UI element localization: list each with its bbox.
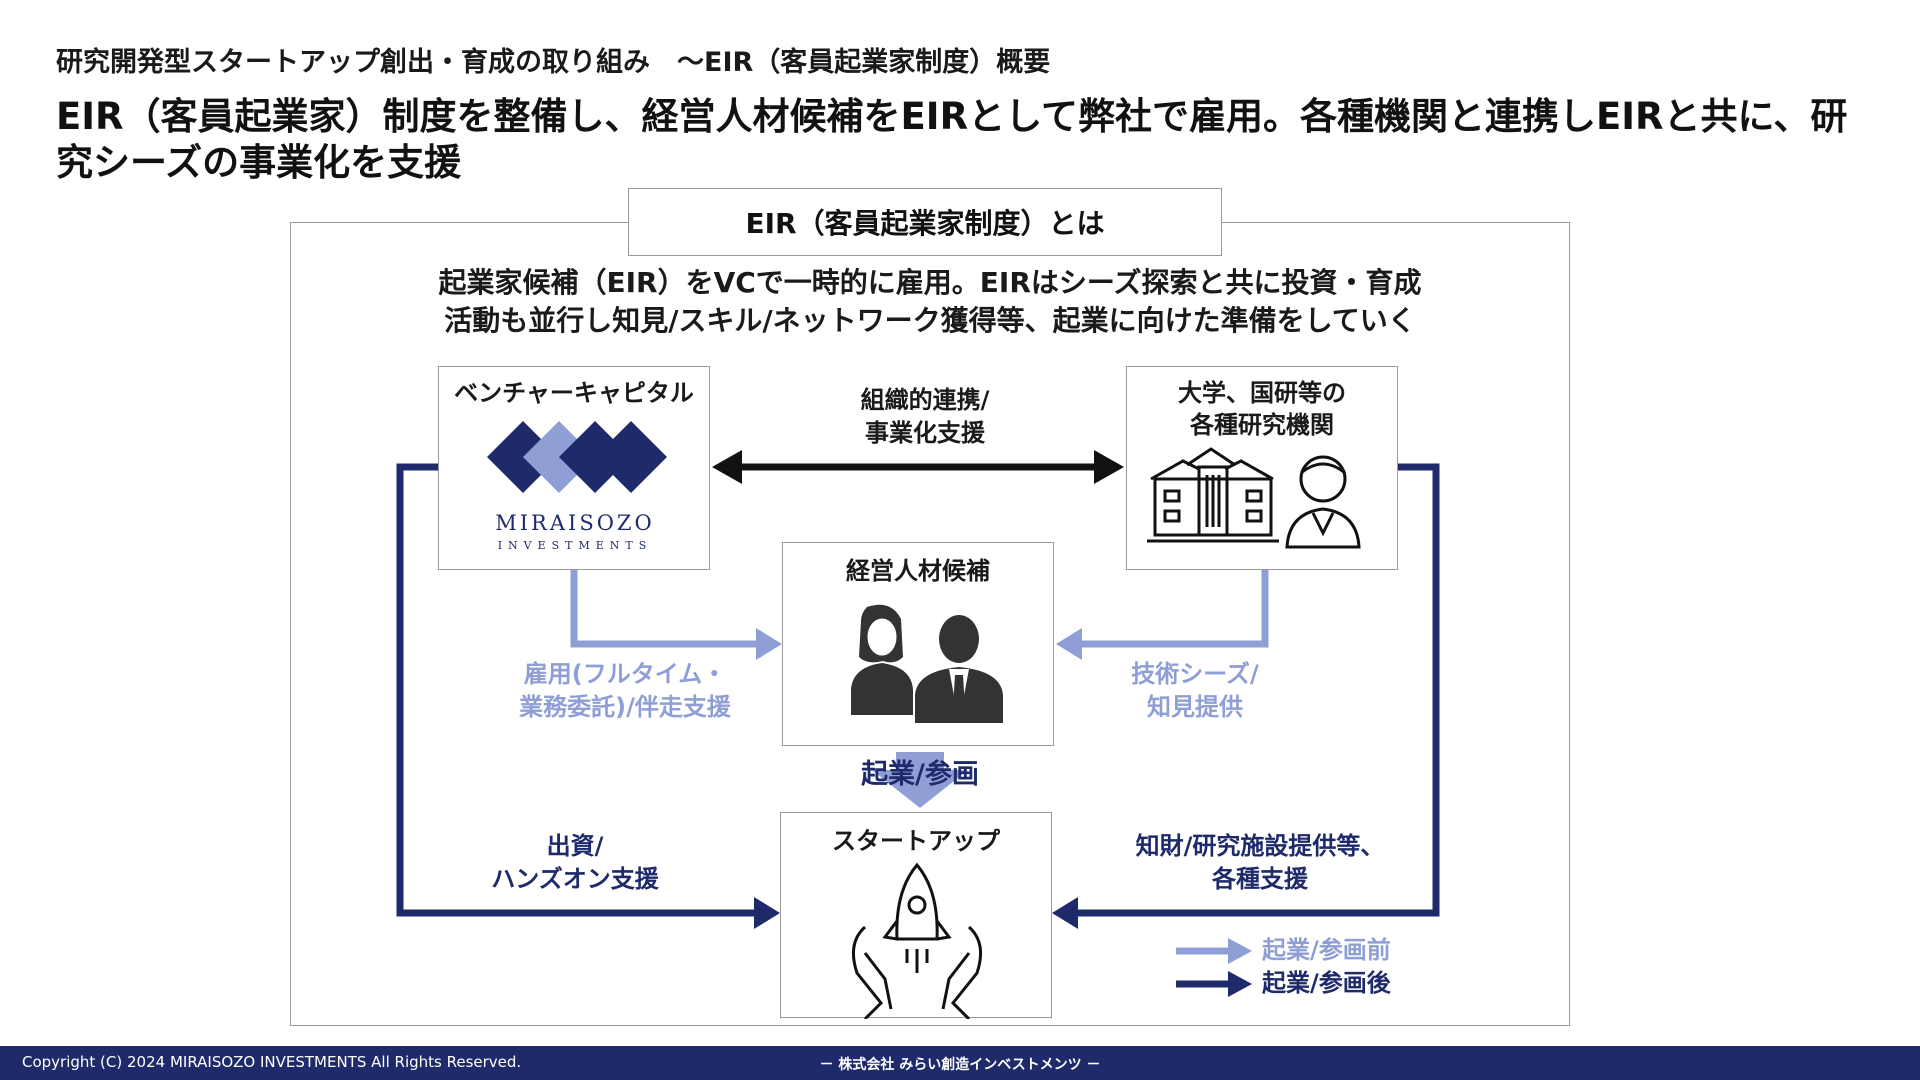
miraisozo-logo-icon	[487, 421, 667, 493]
invest-label-line-2: ハンズオン支援	[491, 865, 659, 893]
diagram-description: 起業家候補（EIR）をVCで一時的に雇用。EIRはシーズ探索と共に投資・育成 活…	[340, 264, 1520, 340]
ip-label-line-2: 各種支援	[1212, 865, 1308, 893]
seeds-label: 技術シーズ/ 知見提供	[1100, 658, 1290, 724]
university-title-line-2: 各種研究機関	[1190, 411, 1334, 439]
employ-label-line-2: 業務委託)/伴走支援	[519, 693, 731, 721]
footer-copyright: Copyright (C) 2024 MIRAISOZO INVESTMENTS…	[22, 1053, 522, 1071]
university-box: 大学、国研等の 各種研究機関	[1126, 366, 1398, 570]
rocket-hands-icon	[851, 862, 983, 1019]
vc-box: ベンチャーキャピタル MIRAISOZO INVESTMENTS	[438, 366, 710, 570]
employ-label-line-1: 雇用(フルタイム・	[523, 660, 727, 688]
legend-before-label: 起業/参画前	[1262, 936, 1391, 964]
invest-label: 出資/ ハンズオン支援	[470, 830, 680, 896]
footer-company: － 株式会社 みらい創造インベストメンツ －	[819, 1057, 1101, 1073]
legend-after-label: 起業/参画後	[1262, 969, 1391, 997]
page-headline: EIR（客員起業家）制度を整備し、経営人材候補をEIRとして弊社で雇用。各種機関…	[56, 95, 1848, 184]
seeds-label-line-1: 技術シーズ/	[1131, 660, 1259, 688]
startup-title: スタートアップ	[832, 827, 1000, 855]
startup-box: スタートアップ	[780, 812, 1052, 1019]
candidate-title: 経営人材候補	[846, 557, 990, 585]
link-label-line-2: 事業化支援	[865, 419, 985, 447]
description-line-1: 起業家候補（EIR）をVCで一時的に雇用。EIRはシーズ探索と共に投資・育成	[438, 266, 1422, 299]
legend-dark-arrow-icon	[1228, 971, 1252, 997]
employ-arrow	[570, 570, 760, 648]
description-line-2: 活動も並行し知見/スキル/ネットワーク獲得等、起業に向けた準備をしていく	[444, 304, 1416, 337]
legend-light-arrow-icon	[1228, 938, 1252, 964]
business-people-icon	[851, 604, 1003, 723]
university-title-line-1: 大学、国研等の	[1178, 379, 1346, 407]
link-label: 組織的連携/ 事業化支援	[820, 384, 1030, 450]
invest-arrow	[396, 463, 756, 917]
startup-label: 起業/参画	[861, 759, 979, 790]
footer-bar: － 株式会社 みらい創造インベストメンツ － Copyright (C) 202…	[0, 1046, 1920, 1080]
logo-subname: INVESTMENTS	[497, 539, 653, 552]
logo-name: MIRAISOZO	[495, 511, 655, 535]
link-label-line-1: 組織的連携/	[860, 386, 990, 414]
seeds-label-line-2: 知見提供	[1147, 693, 1243, 721]
seeds-arrow	[1080, 570, 1269, 648]
invest-label-line-1: 出資/	[546, 832, 604, 860]
university-building-icon	[1147, 447, 1279, 543]
candidate-box: 経営人材候補	[782, 542, 1054, 746]
employ-label: 雇用(フルタイム・ 業務委託)/伴走支援	[490, 658, 760, 724]
page-breadcrumb: 研究開発型スタートアップ創出・育成の取り組み ～EIR（客員起業家制度）概要	[56, 47, 1051, 78]
researcher-person-icon	[1285, 455, 1361, 549]
down-arrow-icon	[872, 752, 968, 808]
ip-arrow	[1076, 463, 1440, 917]
vc-title: ベンチャーキャピタル	[454, 379, 694, 407]
ip-label-line-1: 知財/研究施設提供等、	[1135, 832, 1385, 860]
diagram-title: EIR（客員起業家制度）とは	[628, 188, 1222, 256]
ip-label: 知財/研究施設提供等、 各種支援	[1100, 830, 1420, 896]
